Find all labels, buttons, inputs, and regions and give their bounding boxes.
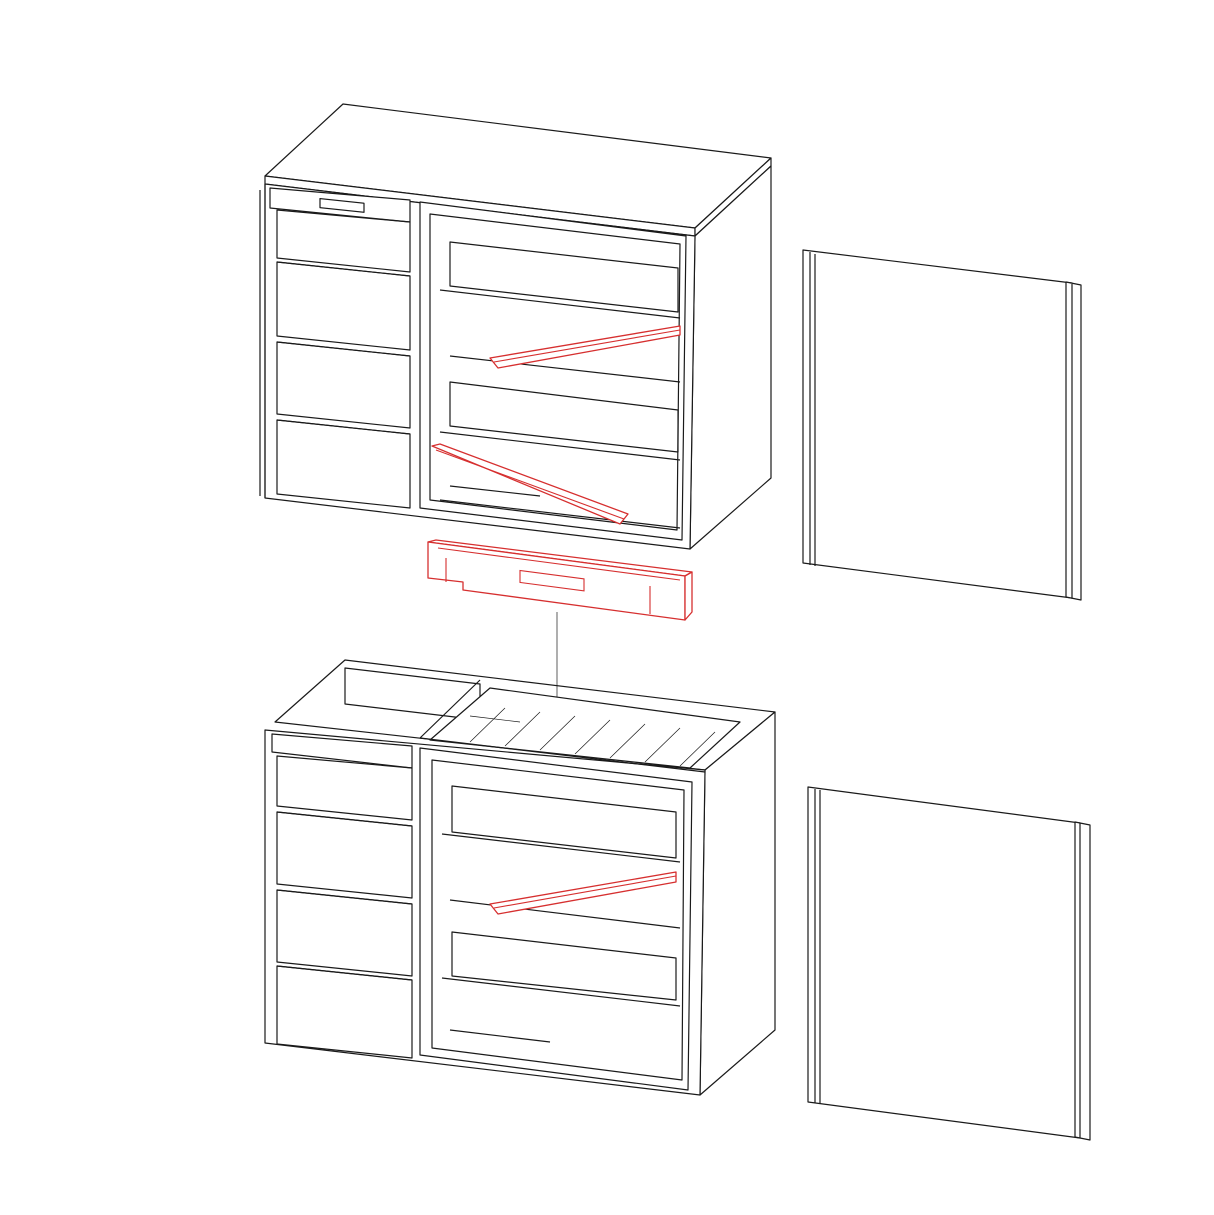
upper-control-display: [319, 198, 365, 213]
lower-louver-grilles: [276, 755, 413, 1059]
upper-cabinet: [259, 103, 772, 550]
lower-shelf-bracket: [489, 871, 677, 915]
drip-tray-bin: [427, 539, 693, 621]
lower-right-side: [699, 711, 776, 1096]
upper-bottle-row-1: [449, 241, 679, 313]
lower-bottle-row-1: [451, 785, 677, 859]
upper-door: [802, 249, 1082, 601]
upper-bottle-row-2: [449, 381, 679, 453]
lower-door-hinge-rail: [1074, 821, 1091, 1141]
lower-door: [807, 786, 1091, 1141]
upper-louver-grilles: [276, 209, 411, 509]
lower-bottle-row-2: [451, 931, 677, 1001]
upper-shelf-bracket-1: [489, 325, 681, 369]
lower-top-slats: [469, 707, 716, 767]
upper-interior-opening: [419, 201, 687, 541]
lower-interior-opening: [419, 747, 693, 1091]
lower-cabinet: [264, 659, 776, 1096]
